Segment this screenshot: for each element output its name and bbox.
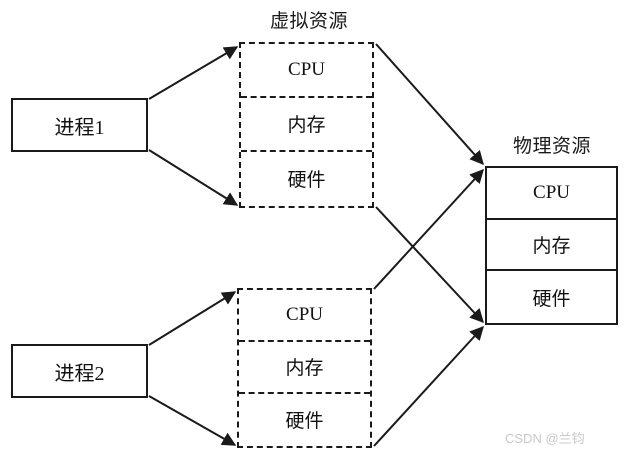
virtual-1-row-hardware[interactable]: 硬件: [241, 152, 372, 206]
process-box-2-label: 进程2: [54, 362, 105, 385]
virtual-resource-box-1[interactable]: CPU 内存 硬件: [239, 42, 374, 208]
connector-virtual2-to-physical-top: [373, 168, 484, 290]
virtual-2-row-memory[interactable]: 内存: [239, 342, 370, 394]
virtual-2-row-hardware[interactable]: 硬件: [239, 394, 370, 446]
connector-process1-to-virtual1-bottom: [148, 149, 239, 206]
csdn-watermark: CSDN @兰钧: [505, 431, 585, 446]
physical-row-cpu[interactable]: CPU: [487, 168, 616, 220]
physical-row-memory[interactable]: 内存: [487, 220, 616, 272]
virtual-2-row-cpu-label: CPU: [286, 303, 323, 325]
process-box-1[interactable]: 进程1: [11, 98, 148, 152]
virtual-2-row-cpu[interactable]: CPU: [239, 290, 370, 342]
physical-row-hardware-label: 硬件: [532, 288, 571, 310]
physical-row-hardware[interactable]: 硬件: [487, 271, 616, 323]
connector-virtual2-to-physical-bottom: [373, 325, 484, 447]
process-box-2[interactable]: 进程2: [11, 344, 148, 398]
connector-virtual1-to-physical-top: [375, 43, 484, 166]
connector-process1-to-virtual1-top: [148, 46, 239, 100]
virtual-1-row-cpu[interactable]: CPU: [241, 44, 372, 98]
physical-resources-title: 物理资源: [512, 136, 591, 157]
virtual-1-row-cpu-label: CPU: [288, 58, 325, 80]
virtual-resources-title: 虚拟资源: [269, 11, 348, 32]
physical-row-cpu-label: CPU: [533, 181, 570, 203]
virtual-2-row-memory-label: 内存: [285, 358, 324, 380]
virtual-2-row-hardware-label: 硬件: [285, 411, 324, 433]
process-box-1-label: 进程1: [54, 116, 105, 139]
virtual-1-row-memory[interactable]: 内存: [241, 98, 372, 152]
connector-process2-to-virtual2-top: [148, 291, 237, 346]
virtual-resource-box-2[interactable]: CPU 内存 硬件: [237, 288, 372, 448]
virtual-1-row-hardware-label: 硬件: [287, 170, 326, 192]
connector-virtual1-to-physical-bottom: [375, 206, 484, 324]
physical-row-memory-label: 内存: [532, 235, 571, 257]
virtual-1-row-memory-label: 内存: [287, 115, 326, 137]
connector-process2-to-virtual2-bottom: [148, 395, 237, 446]
physical-resource-box[interactable]: CPU 内存 硬件: [485, 166, 618, 325]
